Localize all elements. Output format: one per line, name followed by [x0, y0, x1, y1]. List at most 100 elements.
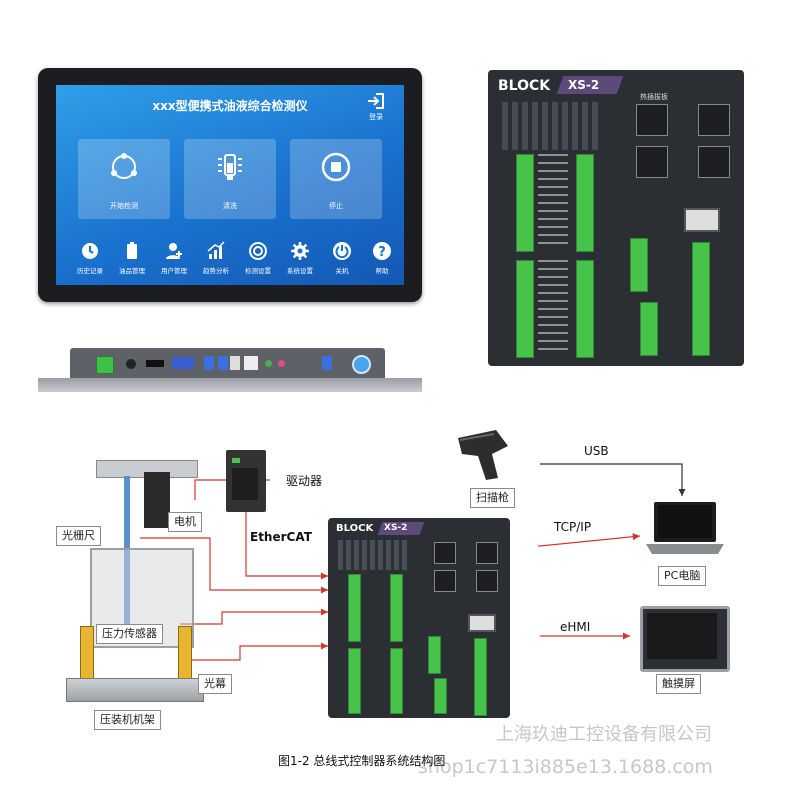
controller-unit: BLOCK XS-2 热插拔板	[488, 70, 744, 366]
header-label: 热插拔板	[640, 93, 668, 101]
barcode-scanner-icon	[458, 430, 508, 480]
rj45-port	[698, 146, 730, 178]
nav-label: 历史记录	[77, 267, 103, 275]
gear-icon	[291, 242, 309, 260]
label-pc: PC电脑	[658, 566, 707, 586]
terminal-block	[630, 238, 648, 292]
trend-icon	[207, 241, 225, 259]
oil-manage-button[interactable]: 油品管理	[110, 241, 154, 275]
terminal-block	[692, 242, 710, 356]
servo-motor	[144, 472, 170, 528]
terminal-block	[640, 302, 658, 356]
label-ehmi: eHMI	[560, 620, 591, 634]
label-driver: 驱动器	[286, 474, 323, 488]
oil-icon	[127, 242, 137, 259]
help-icon: ?	[373, 242, 391, 260]
usb-port	[322, 356, 332, 370]
laptop-icon	[646, 502, 724, 554]
login-label: 登录	[369, 113, 383, 121]
rj45-port	[698, 104, 730, 136]
tablet-io-strip	[70, 348, 385, 382]
controller-model: XS-2	[568, 78, 600, 92]
diagram-controller: BLOCK XS-2	[328, 518, 510, 718]
rj45-port	[636, 104, 668, 136]
history-button[interactable]: 历史记录	[68, 241, 112, 275]
nav-label: 系统设置	[287, 267, 313, 275]
audio-jack	[278, 360, 285, 367]
label-press-frame: 压装机机架	[94, 710, 161, 730]
tcpip-line	[539, 533, 641, 547]
usb-a-port	[684, 208, 720, 232]
label-motor: 电机	[168, 512, 202, 532]
power-button	[352, 355, 371, 374]
rj45-port	[636, 146, 668, 178]
watermark-shop: shop1c7113i885e13.1688.com	[418, 756, 713, 778]
label-usb: USB	[584, 444, 609, 458]
tile-label: 清洗	[223, 202, 237, 210]
tablet-screen: xxx型便携式油液综合检测仪 登录 开始检测 清洗	[56, 85, 404, 285]
terminal-block	[576, 260, 594, 358]
light-curtain-right	[178, 626, 192, 680]
label-grating-ruler: 光栅尺	[56, 526, 101, 546]
shutdown-button[interactable]: 关机	[320, 241, 364, 275]
curtain-line	[190, 642, 328, 661]
login-icon	[368, 93, 384, 109]
label-scanner: 扫描枪	[470, 488, 515, 508]
grating-line	[140, 537, 328, 594]
pin-labels	[538, 260, 568, 356]
label-tcpip: TCP/IP	[554, 520, 592, 534]
stop-tile[interactable]: 停止	[290, 139, 382, 219]
nav-label: 用户管理	[161, 267, 187, 275]
light-curtain-left	[80, 626, 94, 680]
led-array	[502, 102, 598, 150]
label-ethercat: EtherCAT	[250, 530, 312, 544]
detect-settings-button[interactable]: 检测设置	[236, 241, 280, 275]
terminal-block	[516, 154, 534, 252]
start-detect-tile[interactable]: 开始检测	[78, 139, 170, 219]
power-terminal	[96, 356, 114, 374]
nav-label: 帮助	[375, 267, 389, 275]
label-light-curtain: 光幕	[198, 674, 232, 694]
figure-caption: 图1-2 总线式控制器系统结构图	[278, 754, 446, 768]
help-button[interactable]: ? 帮助	[360, 241, 404, 275]
system-settings-button[interactable]: 系统设置	[278, 241, 322, 275]
diagram-controller-brand: BLOCK	[336, 523, 374, 534]
vga-port	[172, 357, 194, 369]
power-icon	[333, 242, 351, 260]
usb-port	[218, 356, 228, 370]
usb-port	[204, 356, 214, 370]
press-base	[66, 678, 204, 702]
pin-labels	[538, 154, 568, 250]
usb-port	[230, 356, 240, 370]
ethercat-line	[245, 500, 328, 580]
svg-text:?: ?	[378, 245, 386, 260]
target-icon	[249, 242, 267, 260]
controller-brand: BLOCK	[498, 78, 551, 94]
watermark-company: 上海玖迪工控设备有限公司	[496, 724, 712, 745]
screen-title: xxx型便携式油液综合检测仪	[152, 99, 308, 113]
tablet-base-plate	[38, 378, 422, 392]
terminal-block	[516, 260, 534, 358]
cycle-icon	[111, 153, 137, 179]
audio-jack	[265, 360, 272, 367]
label-touchscreen: 触摸屏	[656, 674, 701, 694]
usb-line	[540, 463, 686, 496]
diagram-controller-model: XS-2	[384, 523, 408, 533]
hmi-tablet: xxx型便携式油液综合检测仪 登录 开始检测 清洗	[38, 68, 422, 302]
clean-tile[interactable]: 清洗	[184, 139, 276, 219]
nav-label: 油品管理	[119, 267, 145, 275]
nav-label: 关机	[335, 267, 349, 275]
nav-label: 趋势分析	[203, 267, 229, 275]
dc-jack	[126, 359, 136, 369]
user-manage-button[interactable]: 用户管理	[152, 241, 196, 275]
touchscreen-device	[640, 606, 730, 672]
tile-label: 开始检测	[110, 202, 138, 210]
servo-driver	[226, 450, 266, 512]
user-icon	[166, 243, 182, 259]
trend-button[interactable]: 趋势分析	[194, 241, 238, 275]
stop-icon	[321, 152, 351, 182]
clean-icon	[218, 154, 242, 180]
nav-label: 检测设置	[245, 267, 271, 275]
login-button[interactable]: 登录	[356, 93, 396, 122]
clock-icon	[82, 243, 98, 259]
